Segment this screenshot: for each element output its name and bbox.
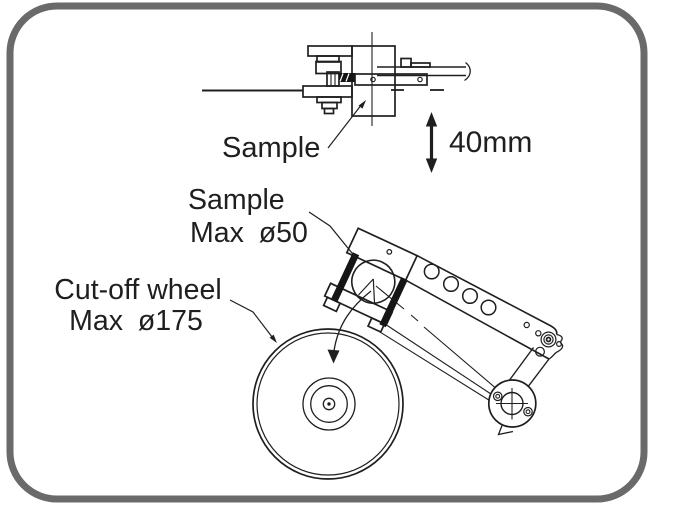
elbow-bolt-center — [545, 336, 552, 343]
arm-brace-lines — [375, 285, 506, 403]
bolt-tip — [323, 107, 335, 115]
wheel-hub-mid — [310, 385, 348, 423]
wheel-axle-dot — [327, 402, 331, 406]
pivot-centerline — [375, 285, 405, 310]
round-sample — [350, 259, 396, 305]
frame-border — [6, 2, 648, 503]
pivot-foot — [497, 425, 514, 436]
sample-cut-notch — [358, 278, 376, 304]
pivot-centerline-dash — [410, 314, 419, 322]
plate-hole — [386, 248, 393, 255]
wheel-hub-outer — [302, 377, 356, 431]
bolt-step2 — [321, 101, 338, 110]
pivot-bolt — [492, 391, 503, 402]
rod-break-mark — [464, 61, 471, 82]
label-sample-top: Sample — [222, 132, 320, 164]
arrow-down-head — [425, 158, 438, 173]
arm-hole — [423, 263, 440, 280]
wheel-inner-rim — [256, 332, 400, 476]
leader-arrowhead — [269, 334, 277, 343]
clamp-top-plate — [345, 227, 419, 282]
elbow-small-hole — [523, 321, 530, 329]
wheel-leader — [229, 299, 277, 343]
top-bar — [307, 45, 353, 57]
sample-leader — [327, 100, 366, 149]
arm-pivot — [487, 379, 537, 436]
leader-arrowhead — [358, 100, 366, 109]
sample-to-wheel-arrow — [327, 290, 372, 364]
pivot-bolt-center — [525, 409, 531, 415]
arm-hole — [480, 299, 497, 316]
clamp-bar — [354, 73, 428, 86]
flange — [302, 85, 353, 98]
swing-arm — [405, 255, 564, 394]
elbow-bolt — [543, 334, 554, 345]
elbow-notched-edge — [548, 333, 564, 360]
arm-hole — [442, 275, 460, 293]
clamp-bar-hole — [417, 76, 423, 83]
thread-mark — [339, 73, 344, 82]
elbow-bolt-ring — [540, 331, 557, 348]
thread-mark — [345, 73, 350, 82]
arm-top-edge — [417, 255, 558, 335]
clamp-bar-hole — [370, 76, 376, 83]
boss — [315, 60, 342, 75]
pivot-bolt-center — [495, 393, 501, 399]
rod-tab2 — [410, 62, 431, 68]
cutoff-wheel — [252, 328, 404, 480]
label-sample-capacity-line1: Sample — [188, 184, 285, 216]
arrowhead-down — [327, 349, 340, 364]
elbow-small-hole — [555, 341, 562, 348]
main-block — [351, 45, 396, 117]
label-40mm: 40mm — [449, 126, 532, 159]
wheel-hub-small — [322, 397, 336, 411]
clamp-cross-section-view — [202, 32, 471, 126]
arm-bottom-edge — [405, 279, 550, 360]
pivot-centerline — [423, 326, 506, 397]
label-sample-capacity-line2: Max ø50 — [190, 217, 308, 249]
label-wheel-capacity-line1: Cut-off wheel — [54, 274, 221, 306]
clamp-screw-left — [330, 252, 360, 303]
arm-hole — [461, 287, 479, 305]
travel-dimension-arrow — [425, 112, 438, 173]
elbow-small-hole — [535, 330, 542, 337]
arrow-up-head — [425, 112, 438, 127]
label-wheel-capacity-line2: Max ø175 — [69, 305, 203, 337]
pivot-bolt — [523, 406, 533, 417]
wheel-outer-rim — [252, 328, 404, 480]
clamp-foot-right — [366, 316, 386, 334]
elbow-hole — [534, 346, 545, 357]
sample-clamp — [322, 227, 419, 334]
rod-tab1 — [400, 57, 412, 68]
clamp-screw-right — [379, 277, 408, 328]
sample-max-leader — [308, 211, 357, 259]
